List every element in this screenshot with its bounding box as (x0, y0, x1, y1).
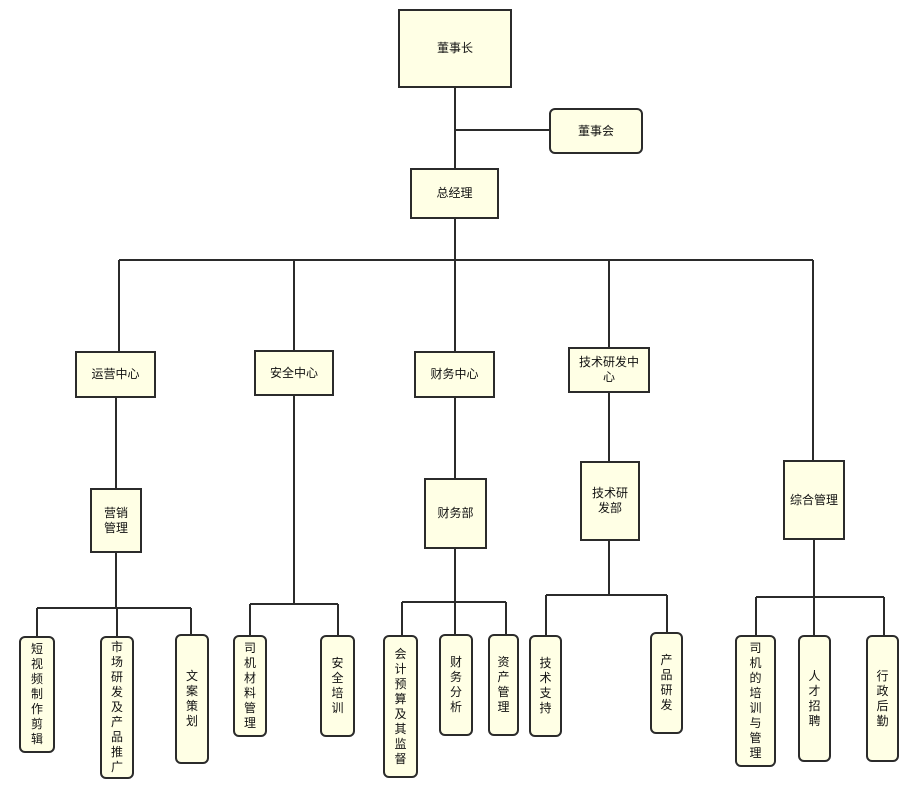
node-leaf-product-dev-label: 产品研发 (660, 653, 673, 712)
node-leaf-driver-training[interactable]: 司机的培训与管理 (735, 635, 776, 767)
node-leaf-product-dev[interactable]: 产品研发 (650, 632, 683, 734)
node-center-operations[interactable]: 运营中心 (75, 351, 156, 398)
node-leaf-safety-training-label: 安全培训 (331, 656, 344, 715)
node-center-finance-label: 财务中心 (430, 367, 479, 381)
node-dept-marketing[interactable]: 营销管理 (90, 488, 142, 553)
connector-admin-to-leaves (755, 540, 885, 635)
connector-gm-to-centers (118, 219, 814, 460)
node-center-safety[interactable]: 安全中心 (254, 350, 334, 396)
node-dept-finance-label: 财务部 (437, 506, 474, 520)
node-leaf-admin-logistics[interactable]: 行政后勤 (866, 635, 899, 762)
node-dept-tech-rd[interactable]: 技术研发部 (580, 461, 640, 541)
node-leaf-asset-management-label: 资产管理 (497, 655, 510, 714)
connector-safety-to-leaves (249, 396, 339, 635)
node-leaf-financial-analysis[interactable]: 财务分析 (439, 634, 473, 736)
node-leaf-recruitment-label: 人才招聘 (808, 668, 821, 728)
node-leaf-recruitment[interactable]: 人才招聘 (798, 635, 831, 762)
node-general-manager[interactable]: 总经理 (410, 168, 499, 219)
node-leaf-copywriting-label: 文案策划 (185, 669, 198, 728)
connector-finance-dept-to-leaves (401, 549, 507, 635)
node-dept-marketing-label: 营销管理 (103, 505, 128, 535)
node-leaf-tech-support[interactable]: 技术支持 (529, 635, 562, 737)
node-leaf-short-video-label: 短视频制作剪辑 (30, 642, 43, 746)
node-leaf-asset-management[interactable]: 资产管理 (488, 634, 519, 736)
node-leaf-driver-training-label: 司机的培训与管理 (749, 641, 762, 760)
node-leaf-safety-training[interactable]: 安全培训 (320, 635, 355, 737)
node-center-tech-rd[interactable]: 技术研发中心 (568, 347, 650, 393)
connector-marketing-to-leaves (36, 553, 192, 636)
node-center-operations-label: 运营中心 (91, 367, 140, 381)
node-leaf-market-promotion-label: 市场研发及产品推广 (110, 640, 123, 774)
node-chairman[interactable]: 董事长 (398, 9, 512, 88)
node-center-general-admin-label: 综合管理 (789, 492, 838, 507)
node-leaf-financial-analysis-label: 财务分析 (449, 655, 462, 714)
node-center-general-admin[interactable]: 综合管理 (783, 460, 845, 540)
node-leaf-copywriting[interactable]: 文案策划 (175, 634, 209, 764)
node-leaf-market-promotion[interactable]: 市场研发及产品推广 (100, 636, 134, 779)
node-board-label: 董事会 (577, 123, 614, 138)
node-leaf-admin-logistics-label: 行政后勤 (876, 668, 889, 728)
node-leaf-short-video[interactable]: 短视频制作剪辑 (19, 636, 55, 753)
node-center-finance[interactable]: 财务中心 (414, 351, 495, 398)
node-dept-tech-rd-label: 技术研发部 (591, 486, 628, 515)
node-leaf-accounting-label: 会计预算及其监督 (394, 646, 407, 766)
node-leaf-driver-materials[interactable]: 司机材料管理 (233, 635, 267, 737)
node-board[interactable]: 董事会 (549, 108, 643, 154)
node-center-tech-rd-label: 技术研发中心 (578, 355, 639, 384)
node-chairman-label: 董事长 (436, 41, 473, 55)
connector-tech-dept-to-leaves (545, 541, 668, 635)
node-leaf-driver-materials-label: 司机材料管理 (243, 641, 256, 730)
node-dept-finance[interactable]: 财务部 (424, 478, 487, 549)
node-center-safety-label: 安全中心 (269, 365, 318, 380)
node-general-manager-label: 总经理 (436, 186, 473, 200)
node-leaf-tech-support-label: 技术支持 (539, 656, 552, 715)
node-leaf-accounting[interactable]: 会计预算及其监督 (383, 635, 418, 778)
